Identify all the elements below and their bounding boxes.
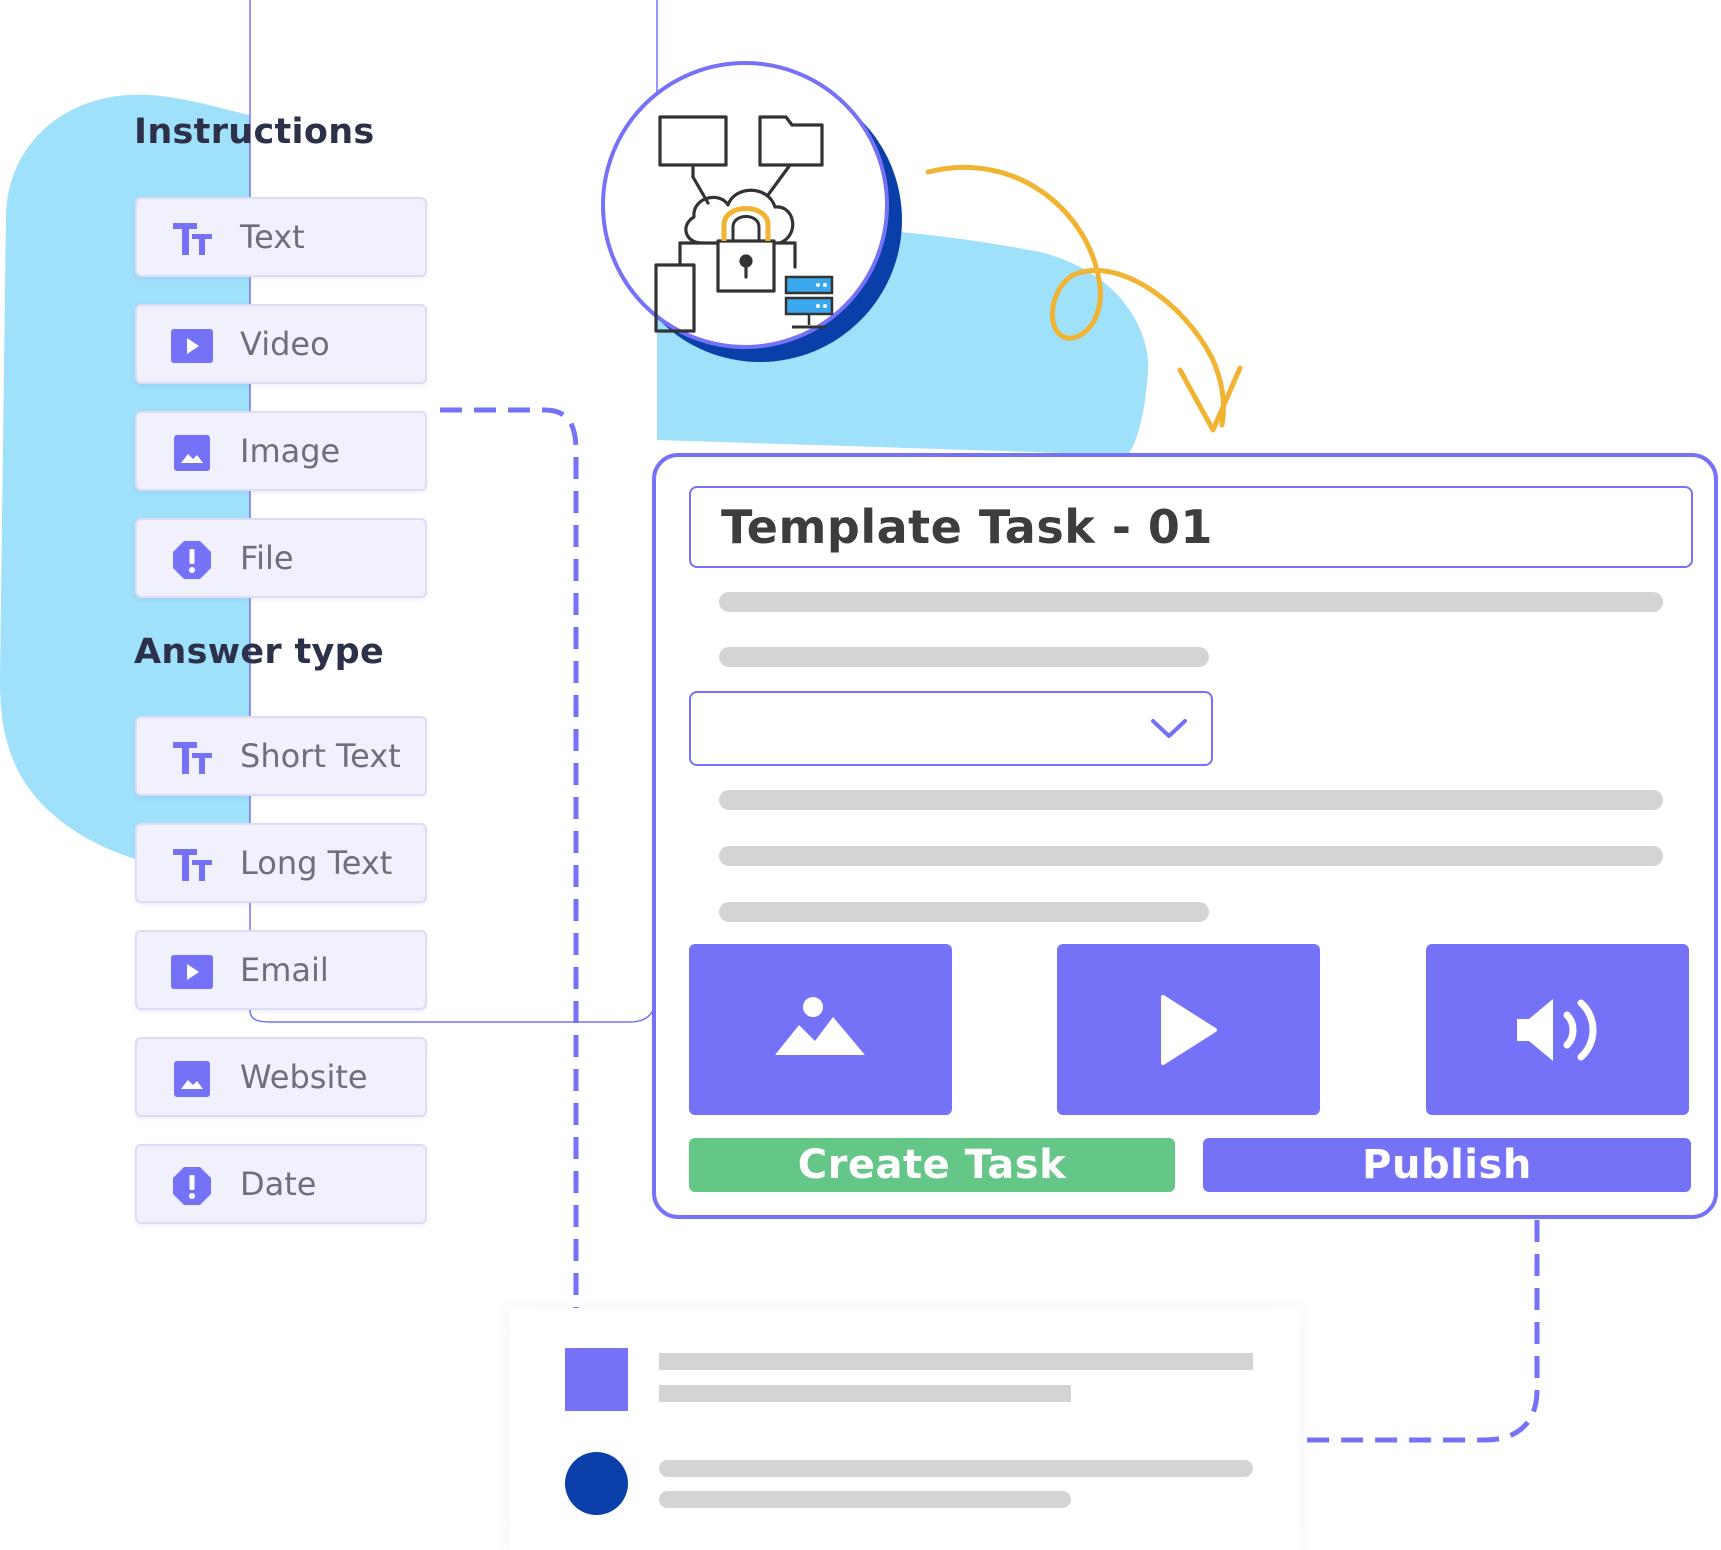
instruction-item-label: Video	[240, 325, 330, 363]
instruction-item-label: File	[240, 539, 294, 577]
instruction-item-label: Text	[240, 218, 305, 256]
curly-arrow-head	[1177, 365, 1243, 433]
text-format-icon	[171, 220, 213, 258]
alert-icon	[171, 1167, 213, 1205]
preview-square-marker	[565, 1348, 628, 1411]
media-image-button[interactable]	[689, 944, 952, 1115]
placeholder-line	[719, 592, 1663, 612]
answer-item-label: Long Text	[240, 844, 393, 882]
instruction-item-video[interactable]: Video	[135, 304, 427, 384]
image-icon	[171, 434, 213, 472]
answer-type-heading: Answer type	[134, 632, 384, 672]
preview-line	[659, 1491, 1071, 1508]
text-format-icon	[171, 846, 213, 884]
placeholder-line	[719, 647, 1209, 667]
dashed-connector-right	[1305, 1220, 1540, 1443]
play-icon	[1160, 994, 1217, 1065]
instruction-item-image[interactable]: Image	[135, 411, 427, 491]
task-title-field[interactable]: Template Task - 01	[689, 486, 1693, 568]
answer-item-label: Email	[240, 951, 329, 989]
answer-item-date[interactable]: Date	[135, 1144, 427, 1224]
play-icon	[171, 953, 213, 991]
placeholder-line	[719, 790, 1663, 810]
answer-item-label: Short Text	[240, 737, 401, 775]
preview-line	[659, 1460, 1253, 1477]
answer-item-website[interactable]: Website	[135, 1037, 427, 1117]
instruction-item-text[interactable]: Text	[135, 197, 427, 277]
answer-item-short-text[interactable]: Short Text	[135, 716, 427, 796]
publish-button[interactable]: Publish	[1203, 1138, 1691, 1192]
dashed-connector-left	[440, 407, 579, 1310]
task-preview-card	[510, 1308, 1300, 1550]
task-title: Template Task - 01	[721, 500, 1213, 554]
alert-icon	[171, 541, 213, 579]
instructions-heading: Instructions	[134, 112, 375, 152]
preview-line	[659, 1353, 1253, 1370]
task-dropdown[interactable]	[689, 691, 1213, 766]
preview-circle-marker	[565, 1452, 628, 1515]
play-icon	[171, 327, 213, 365]
volume-icon	[1516, 998, 1596, 1061]
placeholder-line	[719, 902, 1209, 922]
instruction-item-label: Image	[240, 432, 341, 470]
image-icon	[774, 996, 865, 1055]
create-task-button[interactable]: Create Task	[689, 1138, 1175, 1192]
answer-item-label: Date	[240, 1165, 317, 1203]
answer-item-email[interactable]: Email	[135, 930, 427, 1010]
preview-line	[659, 1385, 1071, 1402]
placeholder-line	[719, 846, 1663, 866]
answer-item-long-text[interactable]: Long Text	[135, 823, 427, 903]
chevron-down-icon	[1151, 719, 1187, 738]
media-audio-button[interactable]	[1426, 944, 1689, 1115]
answer-item-label: Website	[240, 1058, 368, 1096]
media-video-button[interactable]	[1057, 944, 1320, 1115]
task-card: Template Task - 01 Create Task Publish	[652, 453, 1718, 1219]
instruction-item-file[interactable]: File	[135, 518, 427, 598]
image-icon	[171, 1060, 213, 1098]
network-security-icon	[601, 61, 902, 362]
curly-arrow	[925, 164, 1227, 428]
text-format-icon	[171, 739, 213, 777]
